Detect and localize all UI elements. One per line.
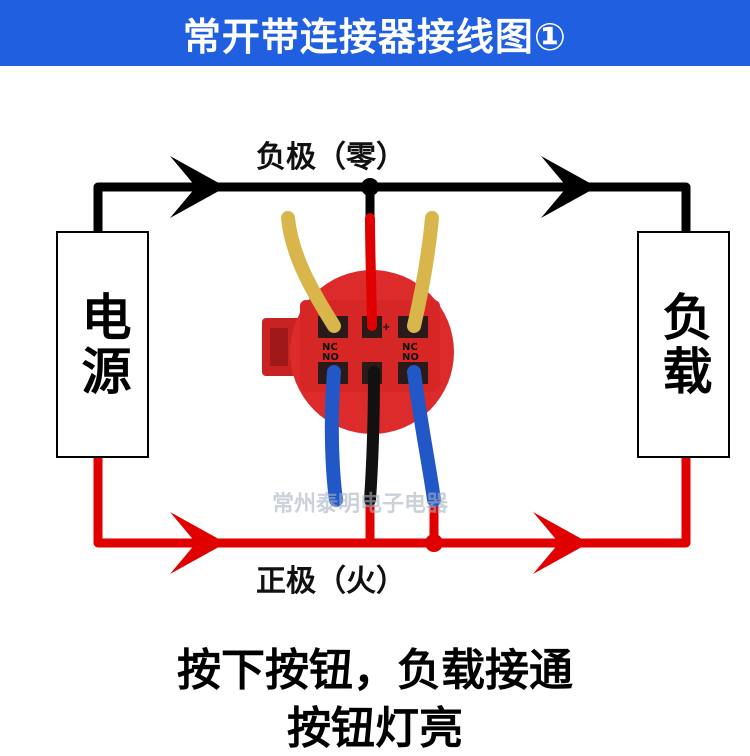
black-wire-center: [364, 366, 380, 506]
power-box: 电源: [56, 231, 149, 458]
diagram-title: 常开带连接器接线图①: [182, 14, 568, 59]
connector-tab-slot: [270, 328, 288, 366]
yellow-wire-left: [281, 211, 341, 333]
positive-label: 正极（火）: [256, 564, 406, 599]
load-box-label: 负载: [654, 290, 713, 399]
terminal-nc-right: NC: [402, 342, 418, 353]
terminal-nc-left: NC: [322, 342, 338, 353]
terminal-no-left: NO: [322, 352, 339, 363]
negative-junction: [361, 178, 379, 196]
positive-arrow-right: [533, 512, 589, 574]
negative-arrow-right: [541, 156, 597, 218]
positive-wire-left-path: [93, 455, 375, 548]
negative-arrow-left: [170, 156, 226, 218]
power-box-label: 电源: [73, 290, 132, 399]
terminal-plus-label: +: [382, 322, 390, 333]
negative-label: 负极（零）: [256, 140, 406, 175]
positive-wire-right-path: [365, 455, 691, 548]
positive-junction: [425, 534, 443, 552]
yellow-wire-right: [407, 211, 439, 333]
negative-wire: [93, 182, 691, 237]
negative-wire-path: [93, 182, 691, 237]
load-box: 负载: [637, 231, 730, 458]
watermark: 常州泰明电子电器: [272, 492, 449, 517]
title-banner: 常开带连接器接线图①: [0, 0, 750, 66]
caption-line-2: 按钮灯亮: [287, 703, 463, 754]
terminal-no-right: NO: [402, 352, 419, 363]
positive-arrow-left: [170, 512, 226, 574]
blue-wire-right: [407, 365, 441, 507]
blue-wire-left: [324, 365, 343, 507]
red-wire-center: [365, 213, 377, 331]
caption-line-1: 按下按钮，负载接通: [177, 645, 573, 696]
